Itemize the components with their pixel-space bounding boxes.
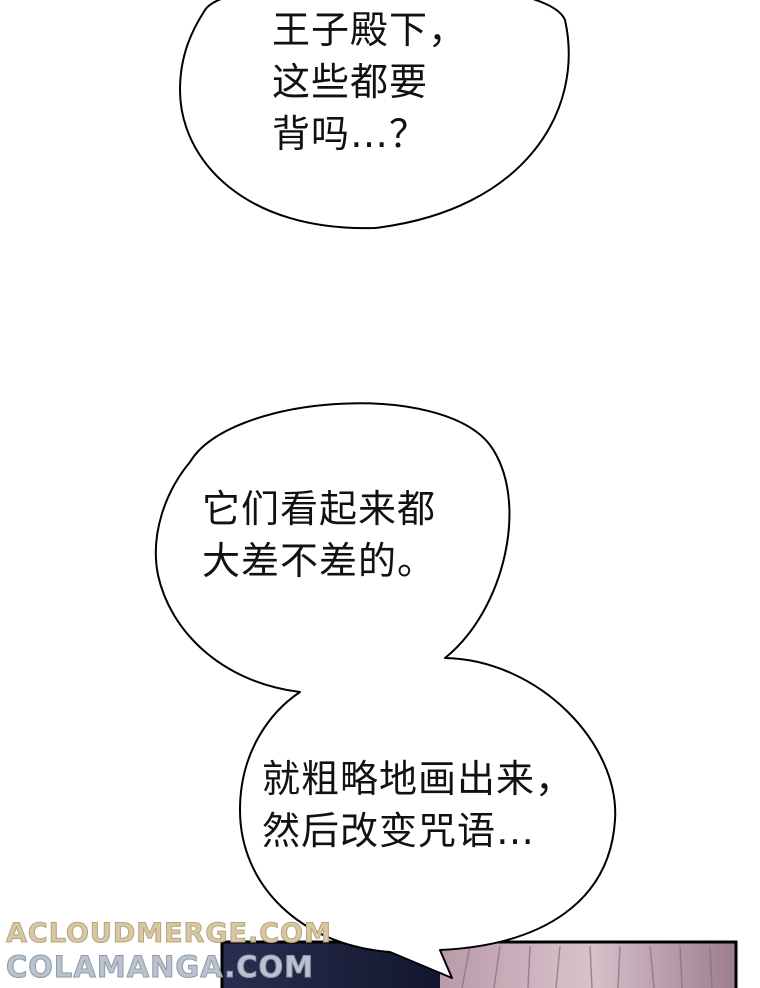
- bubble-1-line-1: 王子殿下，: [272, 8, 468, 52]
- bubble-2-line-2: 大差不差的。: [202, 539, 437, 583]
- bubble-3-text: 就粗略地画出来， 然后改变咒语…: [262, 753, 574, 857]
- hair-strands: [461, 945, 713, 988]
- bubble-3-line-1: 就粗略地画出来，: [262, 757, 575, 801]
- bubble-1-line-2: 这些都要: [272, 60, 429, 104]
- bubble-2-text: 它们看起来都 大差不差的。: [202, 483, 436, 587]
- speech-bubble-1: [178, 0, 570, 230]
- bubble-2-line-1: 它们看起来都: [202, 487, 437, 531]
- bubble-3-line-2: 然后改变咒语…: [262, 809, 536, 853]
- speech-bubble-2-3: [154, 402, 617, 979]
- panel-light-area: [440, 942, 736, 988]
- watermark-colamanga: COLAMANGA.COM: [5, 950, 315, 985]
- bubble-1-text: 王子殿下， 这些都要 背吗…？: [272, 4, 467, 160]
- bubble-1-line-3: 背吗…？: [272, 112, 429, 156]
- watermark-acloudmerge: ACLOUDMERGE.COM: [6, 918, 332, 950]
